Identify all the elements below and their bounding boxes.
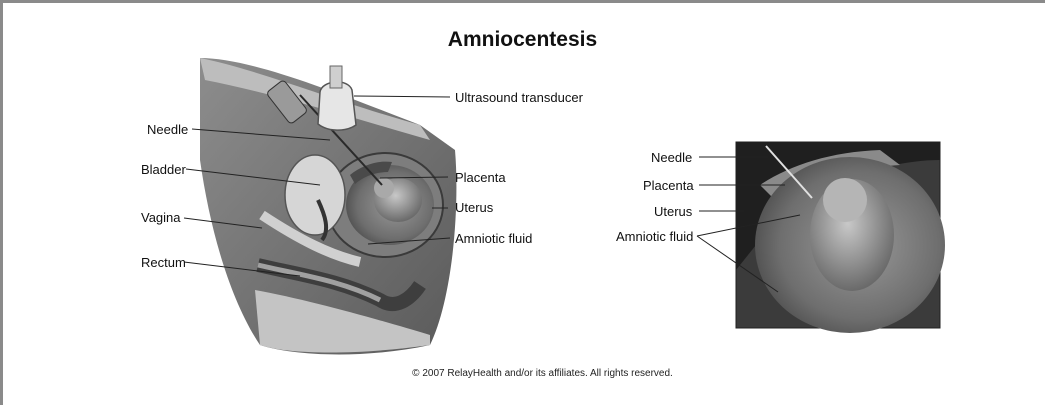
copyright-notice: © 2007 RelayHealth and/or its affiliates…	[0, 368, 1045, 379]
label-needle: Needle	[147, 122, 188, 137]
transducer-cable	[330, 66, 342, 88]
label-uterus: Uterus	[455, 200, 493, 215]
label-vagina: Vagina	[141, 210, 181, 225]
inset-label-amniotic-fluid: Amniotic fluid	[616, 229, 693, 244]
inset-label-uterus: Uterus	[654, 204, 692, 219]
fetus-head	[374, 178, 394, 198]
inset-label-placenta: Placenta	[643, 178, 694, 193]
closeup-inset	[736, 142, 945, 333]
inset-label-needle: Needle	[651, 150, 692, 165]
label-ultrasound-transducer: Ultrasound transducer	[455, 90, 583, 105]
label-placenta: Placenta	[455, 170, 506, 185]
inset-fetus-head	[823, 178, 867, 222]
pelvis-cross-section	[200, 58, 456, 354]
label-rectum: Rectum	[141, 255, 186, 270]
label-amniotic-fluid: Amniotic fluid	[455, 231, 532, 246]
bladder-shape	[285, 155, 345, 235]
ultrasound-transducer-shape	[318, 82, 356, 130]
label-bladder: Bladder	[141, 162, 186, 177]
